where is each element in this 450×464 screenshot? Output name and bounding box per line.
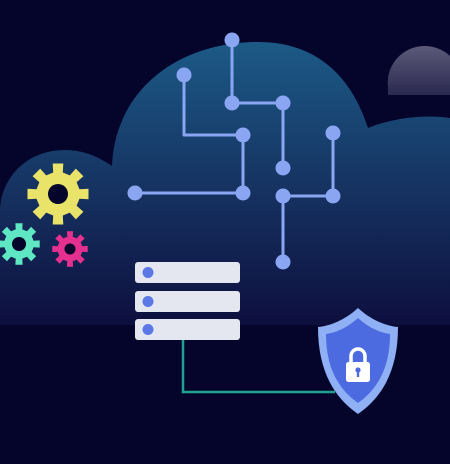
shield-lock-icon [318, 308, 398, 414]
connector-line [181, 330, 335, 394]
circuit-node [275, 188, 291, 204]
circuit-node [325, 125, 341, 141]
gear-pink-icon [52, 231, 88, 267]
gear-large-icon [27, 163, 89, 225]
server-led [142, 267, 154, 278]
server-unit [135, 291, 240, 312]
circuit-node [325, 188, 341, 204]
gear-teal-icon [0, 223, 40, 265]
circuit-node [224, 32, 240, 48]
circuit-nodes [127, 32, 341, 270]
circuit-node [224, 95, 240, 111]
circuit-node [235, 127, 251, 143]
shield-inner [326, 318, 390, 403]
small-cloud-icon [387, 45, 450, 95]
circuit-node [176, 67, 192, 83]
cloud-icon [0, 42, 450, 325]
lock-icon [346, 347, 370, 382]
server-rack-icon [135, 262, 240, 340]
circuit-node [235, 185, 251, 201]
circuit-node [275, 160, 291, 176]
server-led [142, 324, 154, 335]
gears-group [0, 163, 89, 267]
circuit-node [275, 254, 291, 270]
server-unit [135, 262, 240, 283]
circuit-network-icon [133, 38, 335, 264]
server-unit [135, 319, 240, 340]
circuit-node [127, 185, 143, 201]
circuit-node [275, 95, 291, 111]
server-led [142, 296, 154, 307]
